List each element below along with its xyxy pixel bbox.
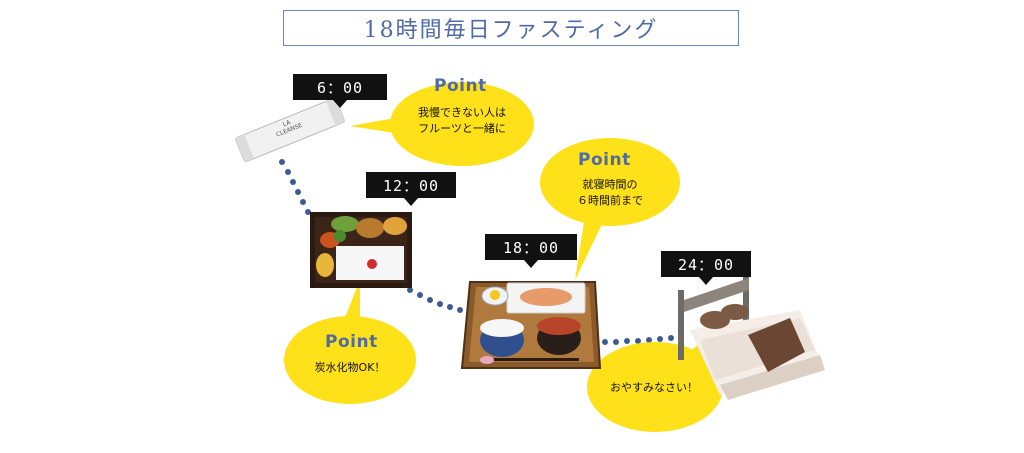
bubble-text-dinner-line-2: ６時間前まで	[577, 194, 643, 207]
cleanse-packet-image	[235, 97, 345, 163]
bubble-morning	[350, 82, 534, 166]
bubble-text-dinner-line-1: 就寝時間の	[582, 178, 638, 191]
bubble-dinner	[540, 138, 680, 280]
meal-tray-image	[460, 281, 602, 369]
bubble-text-lunch: 炭水化物OK！	[295, 360, 405, 376]
page-title: 18時間毎日ファスティング	[283, 10, 739, 46]
bed-image	[678, 270, 825, 400]
point-heading-dinner: Point	[578, 150, 631, 170]
bubble-text-dinner: 就寝時間の ６時間前まで	[550, 177, 670, 209]
point-heading-morning: Point	[434, 76, 487, 96]
timeline-dotted-path	[279, 159, 674, 345]
time-tag-2400: 24：00	[661, 251, 751, 285]
bubble-lunch	[284, 280, 416, 404]
time-tag-1800: 18：00	[485, 234, 577, 268]
bubble-text-morning-line-1: 我慢できない人は	[418, 106, 506, 119]
bubble-text-morning-line-2: フルーツと一緒に	[418, 122, 506, 135]
bubble-text-night: おやすみなさい！	[594, 380, 714, 396]
point-heading-lunch: Point	[325, 332, 378, 352]
bento-box-image	[310, 212, 412, 288]
bubble-text-night-line-1: おやすみなさい！	[610, 381, 698, 394]
time-tag-0600: 6：00	[293, 74, 387, 108]
bubble-text-morning: 我慢できない人は フルーツと一緒に	[400, 105, 524, 137]
time-tag-1200: 12：00	[366, 172, 456, 206]
bubble-text-lunch-line-1: 炭水化物OK！	[314, 361, 386, 374]
